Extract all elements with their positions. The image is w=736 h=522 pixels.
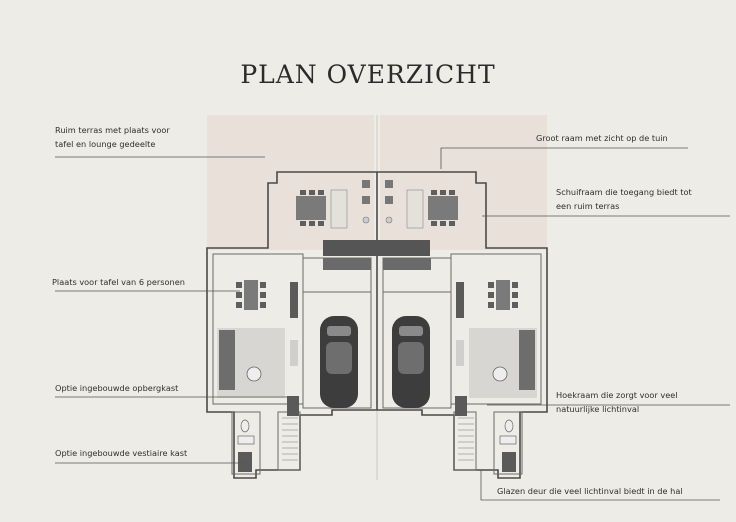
dining-table-left [296, 189, 348, 229]
terrace-left [207, 115, 374, 250]
dining-table-right [406, 189, 458, 229]
annotation-glazen-deur: Glazen deur die veel lichtinval biedt in… [497, 486, 683, 496]
stairs [282, 417, 474, 461]
building-outline [206, 171, 548, 479]
annotation-vestiaire: Optie ingebouwde vestiaire kast [55, 448, 188, 458]
annotation-opbergkast: Optie ingebouwde opbergkast [55, 383, 179, 393]
annotation-terras: Ruim terras met plaats voor tafel en lou… [55, 125, 170, 149]
leader-lines [55, 147, 730, 501]
car-left [320, 316, 358, 408]
plan-title: PLAN OVERZICHT [240, 60, 496, 89]
kitchen-counters [323, 240, 431, 270]
center-stools [362, 180, 393, 224]
terrace-right [380, 115, 547, 250]
table-6-right [488, 280, 518, 310]
annotation-tafel: Plaats voor tafel van 6 personen [52, 277, 185, 287]
table-6-left [236, 280, 266, 310]
annotation-schuifraam: Schuifraam die toegang biedt tot een rui… [556, 187, 692, 211]
annotation-raam-tuin: Groot raam met zicht op de tuin [536, 133, 668, 143]
lounge-right [469, 328, 537, 398]
car-right [392, 316, 430, 408]
lounge-left [217, 328, 285, 398]
toilets [237, 419, 517, 445]
storage-cabinets [238, 282, 516, 472]
annotation-hoekraam: Hoekraam die zorgt voor veel natuurlijke… [556, 390, 678, 414]
